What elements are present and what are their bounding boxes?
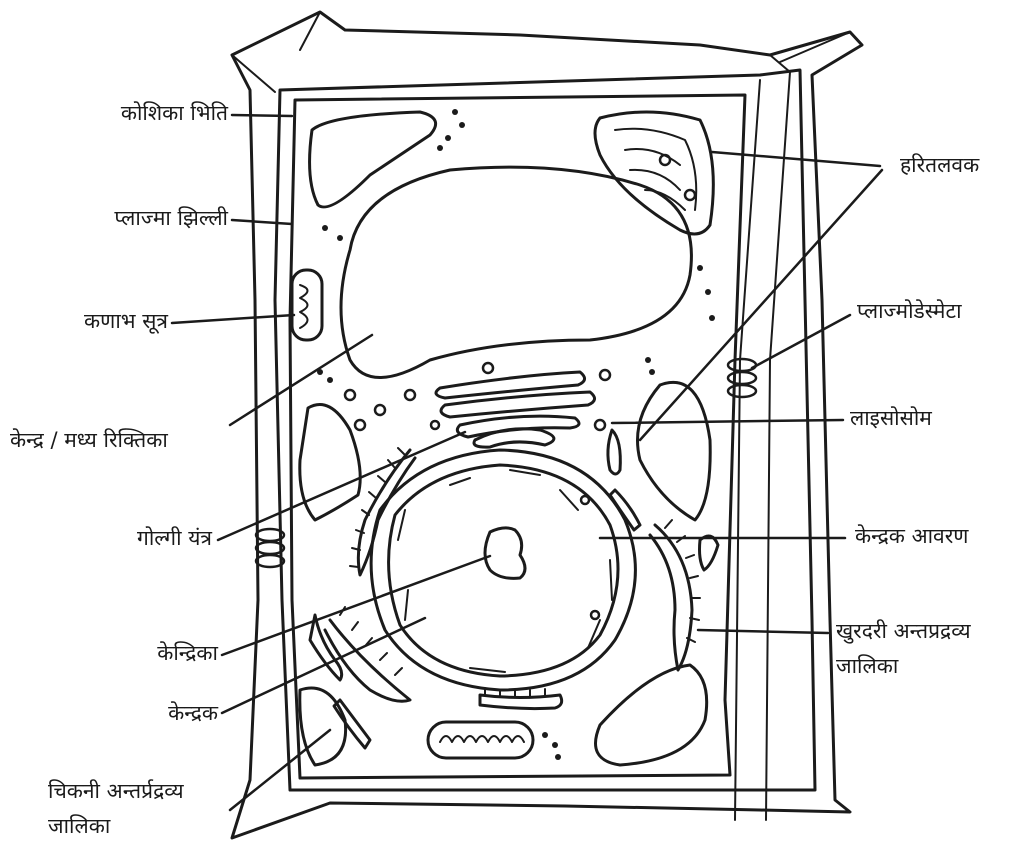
mitochondrion-bottom — [428, 722, 533, 758]
vacuole-bottom-right — [596, 665, 707, 765]
leader-cell-wall — [232, 115, 292, 116]
leader-chloroplast-1 — [712, 152, 880, 166]
central-vacuole — [341, 167, 691, 377]
leader-nucleolus — [222, 556, 490, 655]
rough-er-bottom — [325, 607, 562, 709]
label-cell-wall: कोशिका भिति — [60, 100, 228, 126]
chloroplast — [595, 112, 713, 234]
vacuole-top-left — [310, 112, 436, 207]
leader-nucleus — [222, 618, 425, 713]
leader-rough-er — [698, 630, 828, 633]
label-smooth-er-line2: जालिका — [48, 813, 110, 839]
vacuole-left-middle — [300, 404, 360, 520]
golgi-apparatus — [436, 372, 595, 447]
label-rough-er-line2: जालिका — [836, 653, 898, 679]
leader-central-vacuole — [230, 335, 372, 425]
leader-smooth-er — [230, 730, 330, 810]
label-nucleolus: केन्द्रिका — [80, 640, 218, 666]
nucleus — [371, 450, 635, 690]
label-plasma-membrane: प्लाज्मा झिल्ली — [40, 205, 228, 231]
cell-wall-middle — [735, 72, 790, 820]
label-golgi: गोल्गी यंत्र — [60, 525, 212, 551]
nucleolus — [485, 528, 525, 578]
smooth-er — [310, 430, 718, 748]
cytoplasm-granules — [317, 109, 715, 760]
label-nuclear-envelope: केन्द्रक आवरण — [855, 523, 968, 549]
mitochondrion-left — [292, 270, 322, 340]
label-rough-er-line1: खुरदरी अन्तप्रद्रव्य — [836, 618, 971, 644]
label-mitochondria: कणाभ सूत्र — [20, 308, 168, 334]
leader-plasma-membrane — [232, 220, 292, 224]
label-central-vacuole: केन्द्र / मध्य रिक्तिका — [10, 427, 168, 453]
label-smooth-er-line1: चिकनी अन्तर्प्रद्रव्य — [48, 778, 184, 804]
label-plasmodesmata: प्लाज्मोडेस्मेटा — [857, 298, 962, 324]
label-chloroplast: हरितलवक — [900, 152, 979, 178]
label-lysosome: लाइसोसोम — [850, 405, 932, 431]
plasmodesmata-right — [728, 359, 756, 397]
leader-plasmodesmata — [752, 315, 850, 368]
rough-er-right — [650, 520, 700, 670]
label-nucleus: केन्द्रक — [80, 700, 218, 726]
